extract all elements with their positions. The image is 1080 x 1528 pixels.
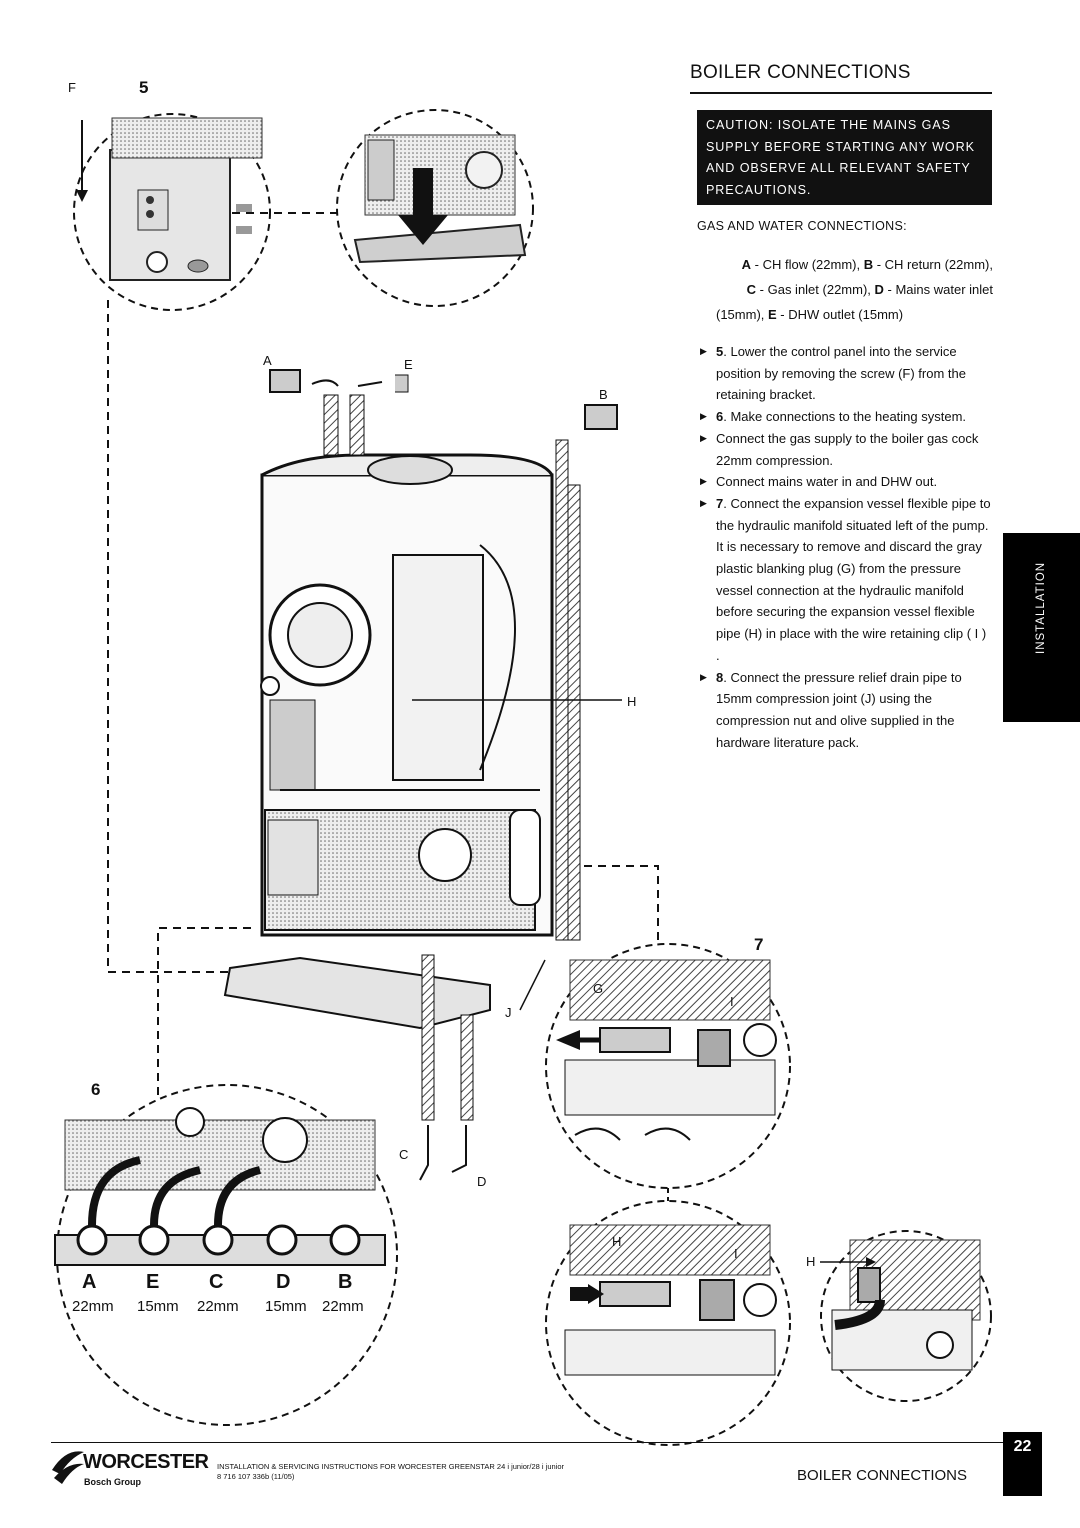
bullet-arrow-icon: ▶: [700, 497, 707, 508]
step-item: ▶7. Connect the expansion vessel flexibl…: [697, 493, 993, 667]
footer-doc-code: 8 716 107 336b (11/05): [217, 1472, 295, 1481]
caution-box: CAUTION: ISOLATE THE MAINS GAS SUPPLY BE…: [697, 110, 992, 205]
caution-line: SUPPLY BEFORE STARTING ANY WORK: [706, 139, 975, 154]
manifold-letter-c: C: [209, 1271, 224, 1293]
caution-line: CAUTION: ISOLATE THE MAINS GAS: [706, 118, 951, 132]
fig6-manifold-detail: [54, 1084, 398, 1426]
figure-7-number: 7: [754, 935, 764, 954]
fig5-to-panel-dashed: [107, 300, 232, 973]
bullet-arrow-icon: ▶: [700, 476, 707, 487]
fig6-connector-dashed: [157, 927, 255, 1095]
connection-line: (15mm), E - DHW outlet (15mm): [716, 307, 904, 322]
page-number-box: [1003, 1432, 1042, 1496]
fig5-arrow-head: [76, 190, 88, 202]
bullet-arrow-icon: ▶: [700, 411, 707, 422]
footer-doc-line: INSTALLATION & SERVICING INSTRUCTIONS FO…: [217, 1462, 565, 1471]
manifold-letter-d: D: [276, 1271, 291, 1293]
step-item: ▶5. Lower the control panel into the ser…: [697, 341, 993, 406]
section-tab: [1003, 533, 1080, 722]
lowered-control-panel: [223, 956, 491, 1030]
water-cock: [451, 1125, 467, 1173]
worcester-logo-mark: [52, 1451, 84, 1484]
page-title: BOILER CONNECTIONS: [690, 62, 911, 83]
callout-c: C: [399, 1147, 409, 1162]
manifold-size-a: 22mm: [72, 1298, 114, 1315]
page-number: 22: [1013, 1438, 1032, 1455]
manifold-letter-b: B: [338, 1271, 353, 1293]
callout-i-top: I: [730, 994, 734, 1009]
connection-line: C - Gas inlet (22mm), D - Mains water in…: [746, 282, 993, 297]
mains-water-pipe: [460, 1014, 474, 1121]
callout-h: H: [627, 694, 637, 709]
figure-5-number: 5: [139, 78, 149, 97]
manifold-size-c: 22mm: [197, 1298, 239, 1315]
section-tab-label: INSTALLATION: [1035, 561, 1047, 654]
brand-subtitle: Bosch Group: [84, 1477, 142, 1487]
callout-a: A: [263, 353, 272, 368]
boiler-main-unit: [260, 439, 581, 941]
fig7-clip-detail: [545, 1200, 791, 1446]
callout-h-small: H: [806, 1254, 816, 1269]
figure-6-number: 6: [91, 1080, 101, 1099]
callout-b: B: [599, 387, 608, 402]
footer-document-info: INSTALLATION & SERVICING INSTRUCTIONS FO…: [217, 1462, 564, 1482]
footer-section-title: BOILER CONNECTIONS: [797, 1467, 968, 1484]
step-item: ▶6. Make connections to the heating syst…: [697, 406, 993, 428]
footer-rule: [51, 1442, 1003, 1443]
callout-g: G: [593, 981, 604, 996]
bullet-arrow-icon: ▶: [700, 346, 707, 356]
boiler-top-pipes: [269, 369, 618, 456]
j-pointer: [519, 959, 546, 1011]
manifold-letter-e: E: [146, 1271, 160, 1293]
caution-line: PRECAUTIONS.: [706, 182, 812, 197]
bullet-arrow-icon: ▶: [700, 432, 707, 443]
step-item: ▶8. Connect the pressure relief drain pi…: [697, 667, 993, 754]
connections-list: A - CH flow (22mm), B - CH return (22mm)…: [697, 252, 993, 327]
callout-d: D: [477, 1174, 487, 1189]
manifold-size-d: 15mm: [265, 1298, 307, 1315]
step-item: ▶Connect mains water in and DHW out.: [697, 471, 993, 493]
caution-line: AND OBSERVE ALL RELEVANT SAFETY: [706, 161, 971, 175]
callout-j: J: [505, 1005, 512, 1020]
fig5-panel-lowering-detail: [336, 109, 534, 307]
callout-i-lower: I: [734, 1246, 738, 1261]
instruction-steps: ▶5. Lower the control panel into the ser…: [697, 341, 993, 753]
manifold-letter-a: A: [82, 1271, 97, 1293]
fig7-manifold-h-detail: [820, 1230, 992, 1402]
fig5-control-panel-detail: [73, 113, 271, 311]
gas-cock: [419, 1125, 429, 1181]
callout-f: F: [68, 80, 76, 95]
step-item: ▶Connect the gas supply to the boiler ga…: [697, 428, 993, 471]
title-rule: [690, 92, 992, 94]
h-pointer-small-head: [866, 1257, 876, 1267]
brand-name: WORCESTER: [83, 1451, 209, 1473]
callout-h-lower: H: [612, 1234, 622, 1249]
manifold-size-e: 15mm: [137, 1298, 179, 1315]
gas-inlet-pipe: [421, 954, 435, 1121]
bullet-arrow-icon: ▶: [700, 671, 707, 682]
connection-line: A - CH flow (22mm), B - CH return (22mm)…: [741, 257, 993, 272]
callout-e: E: [404, 357, 413, 372]
fig7-connector-dashed: [500, 865, 659, 945]
manifold-size-b: 22mm: [322, 1298, 364, 1315]
fig7-expansion-pipe-detail: [545, 943, 791, 1189]
section-heading: GAS AND WATER CONNECTIONS:: [697, 219, 907, 233]
